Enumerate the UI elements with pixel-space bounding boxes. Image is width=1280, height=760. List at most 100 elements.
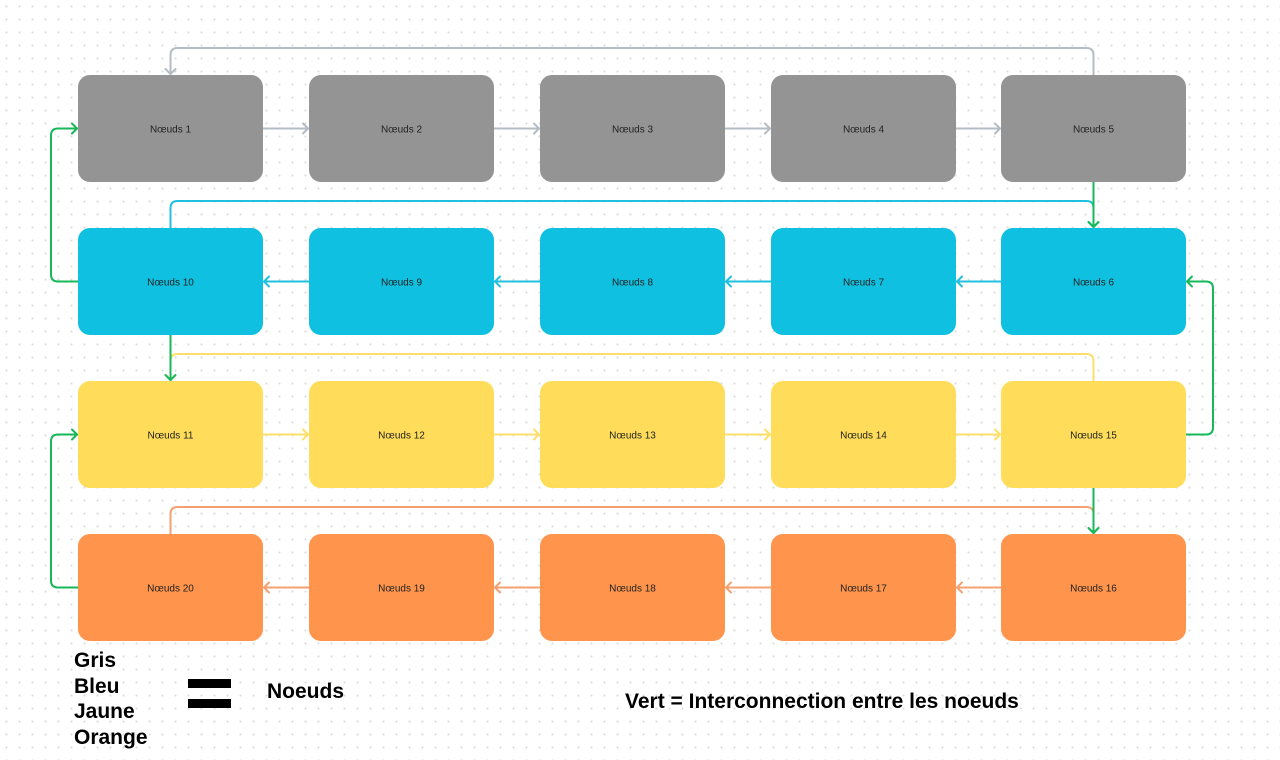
node-label: Nœuds 4 — [843, 125, 885, 136]
node-box — [1001, 75, 1186, 182]
node-4[interactable]: Nœuds 4 — [771, 75, 956, 182]
node-5[interactable]: Nœuds 5 — [1001, 75, 1186, 182]
node-11[interactable]: Nœuds 11 — [78, 381, 263, 488]
edge-15-to-6 — [1185, 275, 1214, 436]
node-label: Nœuds 13 — [609, 431, 656, 442]
arrowhead-icon — [956, 581, 963, 594]
edge-12-to-13 — [493, 428, 540, 441]
arrowhead-icon — [956, 275, 963, 288]
node-label: Nœuds 20 — [147, 584, 194, 595]
node-8[interactable]: Nœuds 8 — [540, 228, 725, 335]
node-box — [78, 381, 263, 488]
node-box — [309, 534, 494, 641]
node-label: Nœuds 3 — [612, 125, 654, 136]
arrowhead-icon — [994, 428, 1001, 441]
arrowhead-icon — [533, 428, 540, 441]
node-20[interactable]: Nœuds 20 — [78, 534, 263, 641]
arrowhead-icon — [764, 122, 771, 135]
arrowhead-icon — [725, 275, 732, 288]
node-label: Nœuds 1 — [150, 125, 192, 136]
edge-20-to-11 — [50, 428, 79, 589]
edge-18-to-19 — [494, 581, 541, 594]
node-2[interactable]: Nœuds 2 — [309, 75, 494, 182]
arrowhead-icon — [71, 122, 78, 135]
edge-10-to-11 — [164, 334, 177, 381]
node-label: Nœuds 2 — [381, 125, 423, 136]
edge-line — [169, 353, 1095, 382]
edge-line — [169, 200, 1095, 229]
node-14[interactable]: Nœuds 14 — [771, 381, 956, 488]
arrowhead-icon — [994, 122, 1001, 135]
equals-bar-top — [188, 679, 231, 688]
edge-8-to-9 — [494, 275, 541, 288]
edge-line — [50, 127, 79, 283]
edge-1-to-2 — [262, 122, 309, 135]
arrowhead-icon — [263, 581, 270, 594]
edge-19-to-20 — [263, 581, 310, 594]
edge-10-to-6 — [169, 200, 1100, 229]
edge-15-to-11 — [164, 353, 1095, 382]
legend-green-description: Vert = Interconnection entre les noeuds — [625, 690, 1019, 713]
node-label: Nœuds 9 — [381, 278, 423, 289]
node-label: Nœuds 12 — [378, 431, 425, 442]
edge-5-to-1 — [164, 47, 1095, 76]
legend-nodes-label: Noeuds — [267, 680, 345, 703]
node-17[interactable]: Nœuds 17 — [771, 534, 956, 641]
node-9[interactable]: Nœuds 9 — [309, 228, 494, 335]
node-box — [771, 75, 956, 182]
node-13[interactable]: Nœuds 13 — [540, 381, 725, 488]
node-box — [309, 381, 494, 488]
node-label: Nœuds 10 — [147, 278, 194, 289]
node-label: Nœuds 18 — [609, 584, 656, 595]
node-label: Nœuds 6 — [1073, 278, 1115, 289]
node-box — [771, 228, 956, 335]
node-6[interactable]: Nœuds 6 — [1001, 228, 1186, 335]
edge-14-to-15 — [955, 428, 1001, 441]
edge-line — [50, 433, 79, 589]
edge-6-to-7 — [956, 275, 1002, 288]
edge-9-to-10 — [263, 275, 310, 288]
node-10[interactable]: Nœuds 10 — [78, 228, 263, 335]
node-16[interactable]: Nœuds 16 — [1001, 534, 1186, 641]
node-box — [78, 75, 263, 182]
edge-10-to-1 — [50, 122, 79, 283]
node-box — [540, 228, 725, 335]
edge-line — [169, 47, 1095, 76]
node-12[interactable]: Nœuds 12 — [309, 381, 494, 488]
legend-color-jaune: Jaune — [74, 700, 135, 723]
node-7[interactable]: Nœuds 7 — [771, 228, 956, 335]
arrowhead-icon — [302, 428, 309, 441]
legend-color-bleu: Bleu — [74, 674, 120, 698]
node-label: Nœuds 11 — [148, 431, 194, 442]
arrowhead-icon — [494, 581, 501, 594]
node-box — [78, 228, 263, 335]
edge-line — [169, 506, 1095, 535]
arrowhead-icon — [494, 275, 501, 288]
node-19[interactable]: Nœuds 19 — [309, 534, 494, 641]
node-3[interactable]: Nœuds 3 — [540, 75, 725, 182]
node-label: Nœuds 15 — [1070, 431, 1117, 442]
node-label: Nœuds 17 — [840, 584, 887, 595]
node-15[interactable]: Nœuds 15 — [1001, 381, 1186, 488]
node-box — [1001, 534, 1186, 641]
nodes-layer: Nœuds 1 Nœuds 2 Nœuds 3 Nœuds 4 Nœuds 5 Nœuds… — [78, 75, 1186, 641]
legend-color-gris: Gris — [74, 649, 117, 672]
node-label: Nœuds 7 — [843, 278, 885, 289]
node-18[interactable]: Nœuds 18 — [540, 534, 725, 641]
edge-2-to-3 — [493, 122, 540, 135]
arrowhead-icon — [1087, 221, 1100, 228]
arrowhead-icon — [1186, 275, 1193, 288]
node-1[interactable]: Nœuds 1 — [78, 75, 263, 182]
arrowhead-icon — [533, 122, 540, 135]
node-box — [540, 534, 725, 641]
node-box — [1001, 381, 1186, 488]
edge-20-to-16 — [169, 506, 1100, 535]
node-box — [771, 381, 956, 488]
node-label: Nœuds 8 — [612, 278, 654, 289]
node-box — [1001, 228, 1186, 335]
node-label: Nœuds 19 — [378, 584, 425, 595]
legend-color-list: Gris Bleu Jaune Orange — [74, 648, 148, 750]
edge-line — [1185, 280, 1214, 436]
node-box — [771, 534, 956, 641]
